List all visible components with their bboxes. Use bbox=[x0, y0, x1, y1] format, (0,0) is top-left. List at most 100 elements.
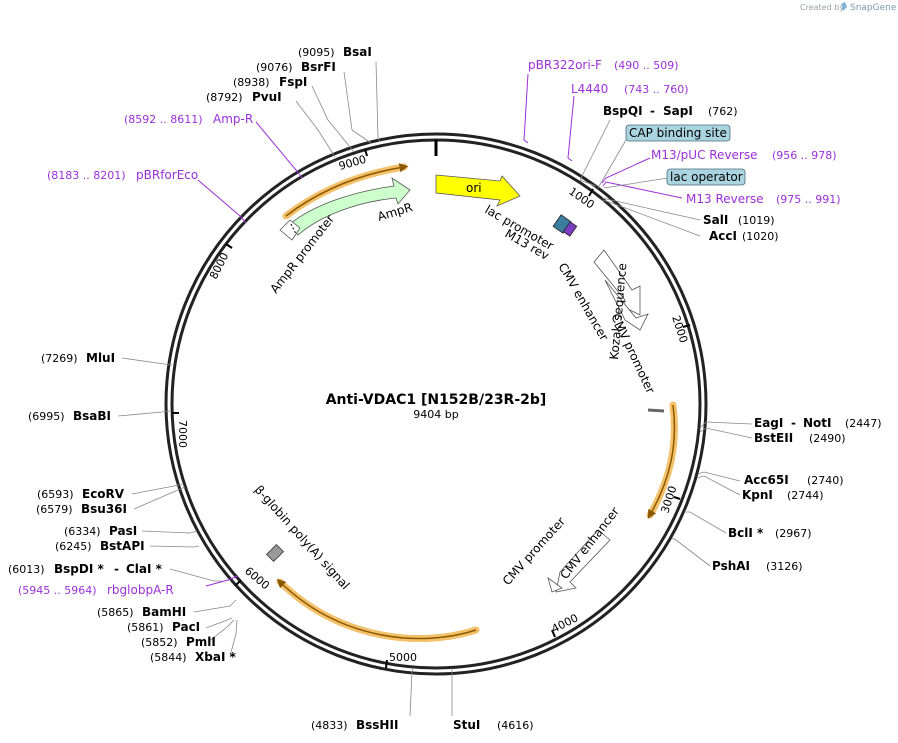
cap-binding-site-box[interactable] bbox=[625, 124, 731, 142]
site-name-bsu36i[interactable]: Bsu36I bbox=[81, 502, 127, 516]
site-name-xbai[interactable]: XbaI * bbox=[195, 650, 237, 664]
credit-prefix: Created by bbox=[800, 3, 844, 12]
tick-label-5000: 5000 bbox=[389, 651, 417, 664]
site-pos-bspdi: (6013) bbox=[8, 563, 45, 576]
ampr-promoter-feature[interactable] bbox=[279, 219, 301, 241]
primer-name-rbglobpa-r[interactable]: rbglobpA-R bbox=[107, 583, 174, 597]
primer-name-pbrforeco[interactable]: pBRforEco bbox=[136, 168, 198, 182]
site-name-pmli[interactable]: PmlI bbox=[186, 635, 216, 649]
site-pos-kpni: (2744) bbox=[787, 489, 824, 502]
site-name-sapi[interactable]: SapI bbox=[663, 104, 693, 118]
site-pos-stui: (4616) bbox=[497, 719, 534, 732]
site-pos-pasi: (6334) bbox=[64, 525, 101, 538]
site-pos-acc65i: (2740) bbox=[807, 474, 844, 487]
site-pos-bsshii: (4833) bbox=[311, 719, 348, 732]
site-name-bamhi[interactable]: BamHI bbox=[142, 605, 186, 619]
site-pos-sali: (1019) bbox=[738, 214, 775, 227]
site-pos-acci: (1020) bbox=[742, 230, 779, 243]
site-name-bspqi[interactable]: BspQI bbox=[603, 104, 643, 118]
primer-pos-pbr322ori-f: (490 .. 509) bbox=[614, 59, 679, 72]
site-name-bsrfi[interactable]: BsrFI bbox=[301, 60, 336, 74]
site-pos-xbai: (5844) bbox=[150, 651, 187, 664]
orf-arc-bottom[interactable] bbox=[276, 578, 480, 642]
ori-label: ori bbox=[466, 181, 482, 195]
site-pos-pvui: (8792) bbox=[206, 91, 243, 104]
site-name-ecorv[interactable]: EcoRV bbox=[82, 487, 125, 501]
site-name-bspdi[interactable]: BspDI * bbox=[54, 562, 104, 576]
polya-label: β-globin poly(A) signal bbox=[252, 483, 353, 593]
cap-binding-site-label: CAP binding site bbox=[629, 126, 727, 140]
tick-label-7000: 7000 bbox=[176, 420, 189, 448]
primer-pos-m13puc-reverse: (956 .. 978) bbox=[772, 149, 837, 162]
backbone-outer bbox=[164, 132, 708, 676]
cmv-enhancer-2-label: CMV enhancer bbox=[557, 504, 622, 581]
site-sep-clai: - bbox=[114, 562, 119, 576]
tick-label-4000: 4000 bbox=[549, 611, 580, 635]
site-pos-bsrfi: (9076) bbox=[256, 61, 293, 74]
plasmid-size: 9404 bp bbox=[413, 408, 458, 421]
primer-name-l4440[interactable]: L4440 bbox=[571, 82, 608, 96]
site-name-mlui[interactable]: MluI bbox=[86, 351, 115, 365]
primer-name-m13-reverse[interactable]: M13 Reverse bbox=[686, 192, 764, 206]
site-sep-sapi: - bbox=[650, 104, 655, 118]
site-name-sali[interactable]: SalI bbox=[703, 213, 728, 227]
ampr-label: AmpR bbox=[376, 200, 414, 224]
site-name-bsai[interactable]: BsaI bbox=[343, 45, 372, 59]
ori-feature[interactable] bbox=[435, 174, 521, 207]
tick-label-9000: 9000 bbox=[337, 153, 367, 173]
primer-pos-rbglobpa-r: (5945 .. 5964) bbox=[18, 584, 97, 597]
primer-pos-amp-r: (8592 .. 8611) bbox=[124, 113, 203, 126]
site-name-pasi[interactable]: PasI bbox=[109, 524, 137, 538]
site-pos-pshai: (3126) bbox=[766, 560, 803, 573]
site-pos-sapi: (762) bbox=[708, 105, 738, 118]
credit-brand: SnapGene bbox=[850, 3, 897, 13]
site-pos-bstapi: (6245) bbox=[55, 540, 92, 553]
site-name-bsshii[interactable]: BssHII bbox=[356, 718, 398, 732]
site-pos-bsai: (9095) bbox=[298, 46, 335, 59]
site-name-pshai[interactable]: PshAI bbox=[712, 559, 750, 573]
site-name-stui[interactable]: StuI bbox=[453, 718, 480, 732]
site-name-bsteii[interactable]: BstEII bbox=[754, 431, 793, 445]
site-pos-bsu36i: (6579) bbox=[36, 503, 73, 516]
site-pos-fspi: (8938) bbox=[233, 76, 270, 89]
site-leaders bbox=[117, 61, 753, 717]
kozak-feature[interactable] bbox=[647, 408, 665, 413]
site-pos-pmli: (5852) bbox=[141, 636, 178, 649]
site-name-bsabi[interactable]: BsaBI bbox=[73, 409, 111, 423]
snapgene-logo-icon bbox=[841, 2, 847, 11]
site-name-clai[interactable]: ClaI * bbox=[126, 562, 163, 576]
primer-name-m13puc-reverse[interactable]: M13/pUC Reverse bbox=[651, 148, 758, 162]
ampr-feature[interactable] bbox=[289, 177, 411, 236]
site-name-bcli[interactable]: BclI * bbox=[728, 526, 764, 540]
plasmid-name: Anti-VDAC1 [N152B/23R-2b] bbox=[326, 392, 547, 408]
site-name-paci[interactable]: PacI bbox=[172, 620, 200, 634]
site-name-acc65i[interactable]: Acc65I bbox=[744, 473, 789, 487]
site-pos-bcli: (2967) bbox=[775, 527, 812, 540]
site-name-eagi[interactable]: EagI bbox=[754, 416, 783, 430]
site-pos-ecorv: (6593) bbox=[37, 488, 74, 501]
site-name-pvui[interactable]: PvuI bbox=[252, 90, 282, 104]
site-name-kpni[interactable]: KpnI bbox=[742, 488, 773, 502]
primer-leaders bbox=[197, 73, 683, 587]
primer-name-pbr322ori-f[interactable]: pBR322ori-F bbox=[528, 58, 602, 72]
polya-feature[interactable] bbox=[265, 543, 285, 563]
cmv-enhancer-2-feature[interactable] bbox=[555, 529, 611, 593]
site-pos-bsabi: (6995) bbox=[28, 410, 65, 423]
site-name-acci[interactable]: AccI bbox=[709, 229, 737, 243]
primer-pos-pbrforeco: (8183 .. 8201) bbox=[47, 169, 126, 182]
primer-name-amp-r[interactable]: Amp-R bbox=[213, 112, 253, 126]
site-pos-noti: (2447) bbox=[845, 417, 882, 430]
site-name-fspi[interactable]: FspI bbox=[279, 75, 307, 89]
primer-pos-l4440: (743 .. 760) bbox=[624, 83, 689, 96]
site-name-bstapi[interactable]: BstAPI bbox=[100, 539, 145, 553]
lac-operator-label: lac operator bbox=[670, 170, 743, 184]
m13-rev-feature[interactable] bbox=[562, 221, 578, 237]
site-name-noti[interactable]: NotI bbox=[803, 416, 832, 430]
site-pos-mlui: (7269) bbox=[41, 352, 78, 365]
cmv-promoter-2-label: CMV promoter bbox=[500, 514, 568, 588]
site-pos-bsteii: (2490) bbox=[809, 432, 846, 445]
cmv-enhancer-1-feature[interactable] bbox=[593, 249, 641, 316]
lac-operator-box[interactable] bbox=[666, 168, 746, 186]
site-sep-noti: - bbox=[791, 416, 796, 430]
